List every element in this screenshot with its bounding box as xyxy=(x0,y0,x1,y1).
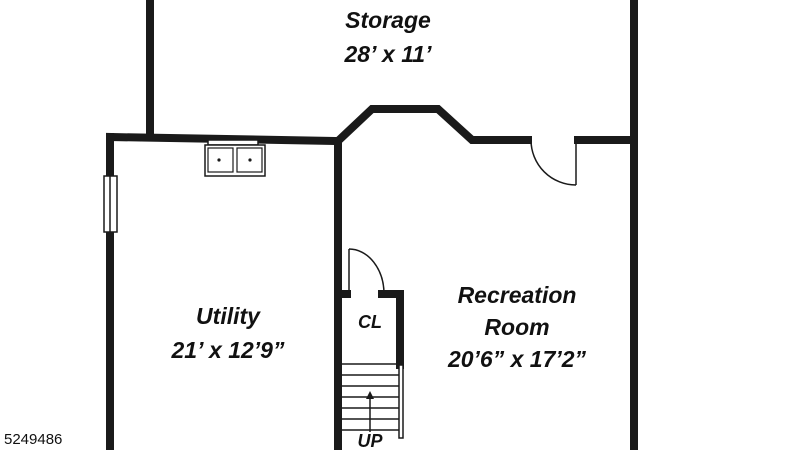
closet-walls xyxy=(334,290,404,369)
storage-walls xyxy=(146,0,638,144)
door-swing-icon xyxy=(530,139,577,186)
closet-door-swing-icon xyxy=(348,248,385,295)
sink-icon xyxy=(204,139,266,177)
stair-rail xyxy=(398,364,404,439)
middle-partition-wall xyxy=(106,105,638,147)
stair-arrow-icon xyxy=(366,391,374,432)
recreation-dimensions: 20’6” x 17’2” xyxy=(447,346,587,372)
closet-label: CL xyxy=(358,312,382,332)
utility-dimensions: 21’ x 12’9” xyxy=(171,337,285,363)
listing-number: 5249486 xyxy=(4,431,62,448)
recreation-name-line2: Room xyxy=(484,314,549,340)
storage-dimensions: 28’ x 11’ xyxy=(344,41,433,67)
stairs-label: UP xyxy=(357,431,383,450)
window-icon xyxy=(103,175,118,233)
storage-name: Storage xyxy=(345,7,431,33)
recreation-name-line1: Recreation xyxy=(458,282,577,308)
utility-name: Utility xyxy=(196,303,261,329)
